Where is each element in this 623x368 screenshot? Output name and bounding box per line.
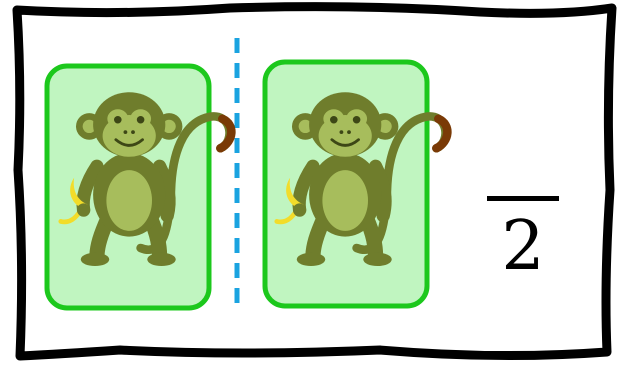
group-2[interactable] [262,59,447,309]
fraction-denominator: 2 [501,207,545,286]
group-1[interactable] [44,63,231,311]
fraction-bar [487,196,559,201]
